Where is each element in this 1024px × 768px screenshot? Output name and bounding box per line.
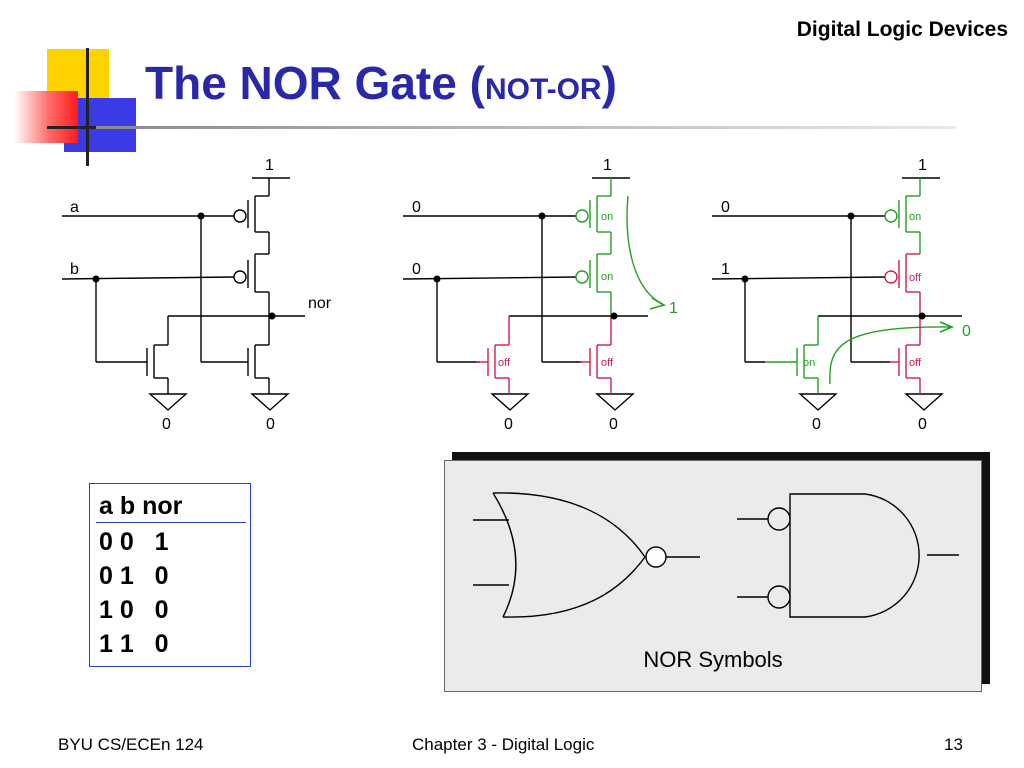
title-sub: NOT-OR — [484, 73, 602, 106]
nor-symbols-drawing — [473, 492, 959, 618]
generic-gnd-left-label: 0 — [162, 416, 171, 433]
truth-table-row: 0 1 0 — [99, 562, 169, 590]
and-with-inverted-inputs-symbol — [737, 493, 959, 618]
generic-output-label: nor — [308, 295, 332, 312]
truth-table: a b nor 0 0 1 0 1 0 1 0 0 1 1 0 — [89, 483, 251, 667]
truth-table-row: 1 0 0 — [99, 596, 169, 624]
c00-pmos-bottom-state: on — [601, 271, 613, 283]
c00-gnd-left-label: 0 — [504, 416, 513, 433]
c00-pmos-top-state: on — [601, 211, 613, 223]
generic-input-a-label: a — [70, 199, 79, 216]
truth-table-divider — [96, 522, 246, 523]
footer-chapter: Chapter 3 - Digital Logic — [412, 735, 595, 754]
generic-vdd-label: 1 — [265, 157, 274, 174]
nor-symbols-box: NOR Symbols — [444, 460, 982, 692]
truth-table-header: a b nor — [99, 492, 183, 520]
c01-nmos-right-state: off — [909, 357, 922, 369]
c01-gnd-left-label: 0 — [812, 416, 821, 433]
title-main: The NOR Gate ( — [145, 57, 485, 109]
c01-gnd-right-label: 0 — [918, 416, 927, 433]
c01-pmos-bottom-state: off — [909, 272, 922, 284]
slide-title: The NOR Gate (NOT-OR) — [145, 56, 617, 110]
generic-gnd-right-label: 0 — [266, 416, 275, 433]
c01-vdd-label: 1 — [918, 157, 927, 174]
decoration-vertical-line — [86, 48, 89, 166]
c00-input-b-label: 0 — [412, 261, 421, 278]
nor-circuit-schematics: 1 a b nor 0 0 — [61, 157, 971, 433]
title-underline — [96, 126, 956, 129]
c00-output-value: 1 — [669, 300, 678, 317]
circuit-00 — [402, 177, 667, 411]
c01-input-b-label: 1 — [721, 261, 730, 278]
c01-pmos-top-state: on — [909, 211, 921, 223]
section-header: Digital Logic Devices — [796, 18, 1008, 41]
generic-input-b-label: b — [70, 261, 79, 278]
circuit-generic — [61, 177, 305, 411]
footer-course: BYU CS/ECEn 124 — [58, 735, 204, 754]
c01-nmos-left-state: on — [803, 357, 815, 369]
circuit-01 — [711, 177, 962, 411]
c01-input-a-label: 0 — [721, 199, 730, 216]
title-close: ) — [601, 57, 617, 109]
c00-input-a-label: 0 — [412, 199, 421, 216]
c00-nmos-right-state: off — [601, 357, 614, 369]
decoration-horizontal-line — [47, 126, 102, 129]
c01-output-value: 0 — [962, 323, 971, 340]
footer-page-number: 13 — [944, 735, 963, 754]
symbols-caption: NOR Symbols — [643, 647, 783, 672]
c00-nmos-left-state: off — [498, 357, 511, 369]
c00-gnd-right-label: 0 — [609, 416, 618, 433]
truth-table-row: 0 0 1 — [99, 528, 169, 556]
truth-table-row: 1 1 0 — [99, 630, 169, 658]
c00-vdd-label: 1 — [603, 157, 612, 174]
decoration-red-square — [14, 91, 78, 143]
nor-gate-symbol — [473, 492, 700, 618]
